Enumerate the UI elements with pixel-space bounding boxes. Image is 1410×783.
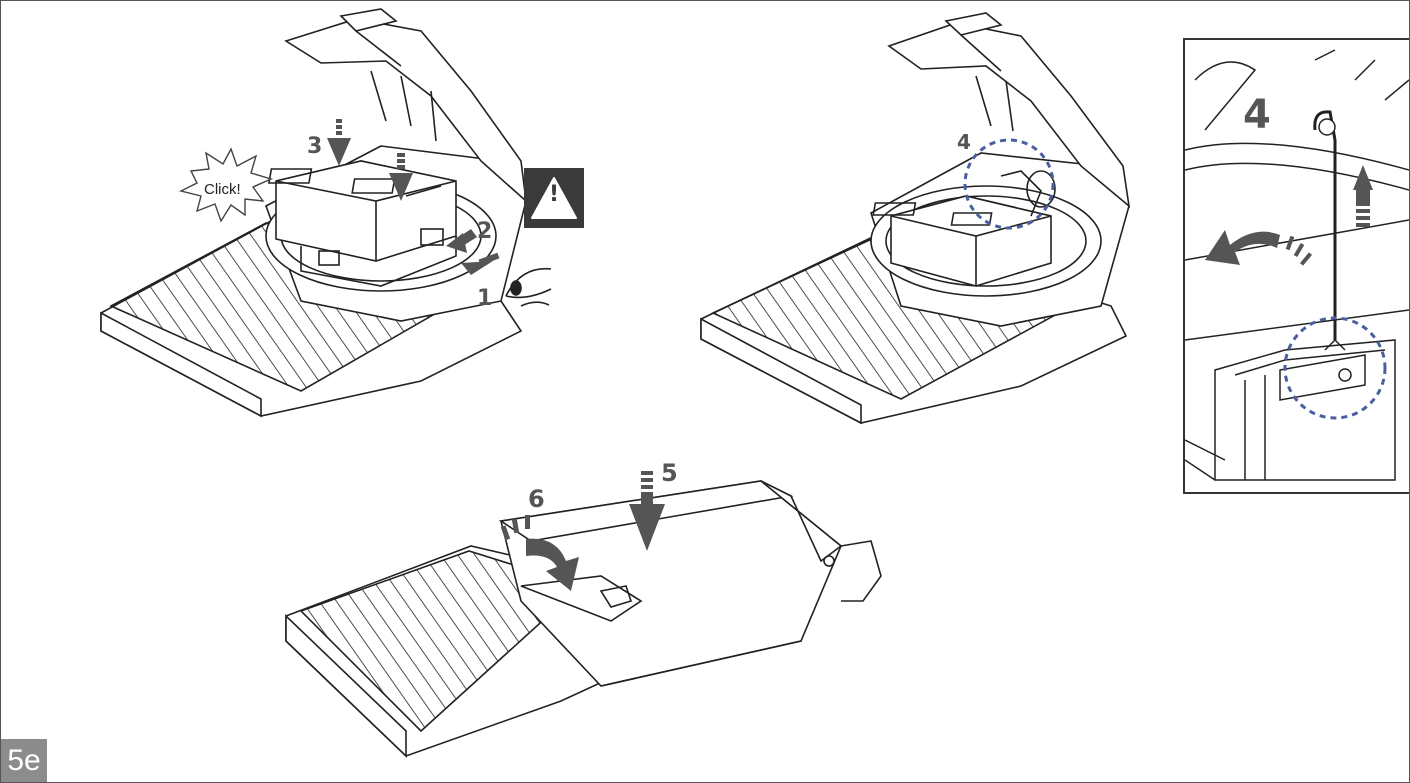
step-label-4-main: 4	[957, 130, 971, 154]
arrow-step1	[461, 252, 500, 275]
inset-illustration	[1185, 49, 1409, 481]
click-callout-text: Click!	[204, 181, 241, 198]
step-label-6: 6	[528, 485, 545, 513]
figure-number-badge: 5e	[1, 739, 47, 782]
step-label-4-inset: 4	[1243, 92, 1271, 138]
arrow-step2	[446, 229, 477, 253]
eye-icon	[505, 267, 552, 307]
step-label-2: 2	[477, 219, 493, 244]
arrow-step5	[629, 471, 665, 551]
highlight-circle-inset	[1283, 316, 1387, 420]
warning-box: !	[524, 168, 584, 228]
luminaire-closed	[285, 480, 882, 758]
warning-exclamation: !	[548, 182, 560, 207]
arrow-step6	[500, 515, 579, 591]
luminaire-open-right	[700, 12, 1131, 425]
step-label-1: 1	[477, 286, 493, 311]
click-starburst	[178, 147, 274, 223]
inset-rotate-arrow	[1205, 230, 1313, 266]
detail-inset: 4	[1183, 38, 1409, 494]
inset-lift-arrow	[1353, 165, 1373, 227]
step-label-5: 5	[661, 459, 678, 487]
warning-triangle-icon	[531, 177, 577, 219]
highlight-circle-main	[963, 138, 1055, 230]
arrow-step3	[327, 119, 351, 166]
step-label-3: 3	[307, 134, 323, 159]
arrow-insert-driver	[389, 153, 413, 201]
luminaire-open-left	[100, 8, 528, 418]
